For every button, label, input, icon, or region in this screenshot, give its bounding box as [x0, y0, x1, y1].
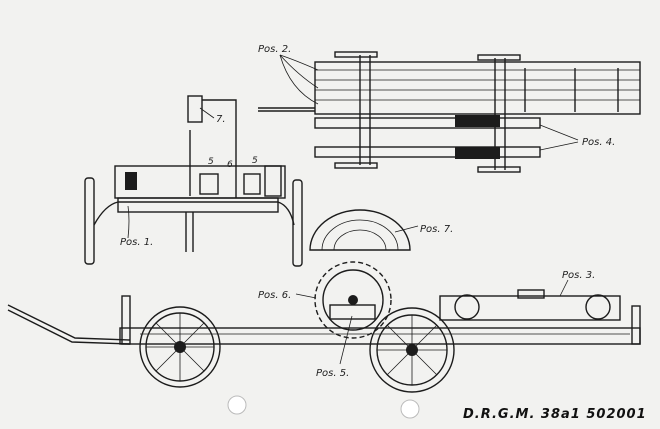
label-pos-3: Pos. 3.: [562, 270, 595, 281]
punch-hole-right: [400, 399, 420, 419]
leader-lines: [127, 54, 579, 365]
registration-number: D.R.G.M. 38a1 502001: [463, 407, 647, 422]
label-pos-7: Pos. 7.: [420, 224, 453, 235]
label-pos-4: Pos. 4.: [582, 137, 615, 148]
front-wheel: [369, 307, 455, 393]
rear-wheel: [139, 306, 221, 388]
top-view: [258, 51, 641, 173]
side-view: [7, 261, 641, 393]
label-pos-2: Pos. 2.: [258, 44, 291, 55]
front-view: [84, 95, 303, 267]
circular-saw: [314, 261, 392, 339]
label-part-5b: 5: [252, 156, 258, 166]
saw-guard-detail: [309, 209, 411, 251]
label-part-6: 6: [227, 160, 233, 170]
top-frame-rails: [314, 61, 641, 115]
label-pos-5: Pos. 5.: [316, 368, 349, 379]
label-pos-1: Pos. 1.: [120, 237, 153, 248]
label-part-5a: 5: [208, 157, 214, 167]
label-part-7: 7.: [216, 114, 226, 125]
punch-hole-left: [227, 395, 247, 415]
label-pos-6: Pos. 6.: [258, 290, 291, 301]
